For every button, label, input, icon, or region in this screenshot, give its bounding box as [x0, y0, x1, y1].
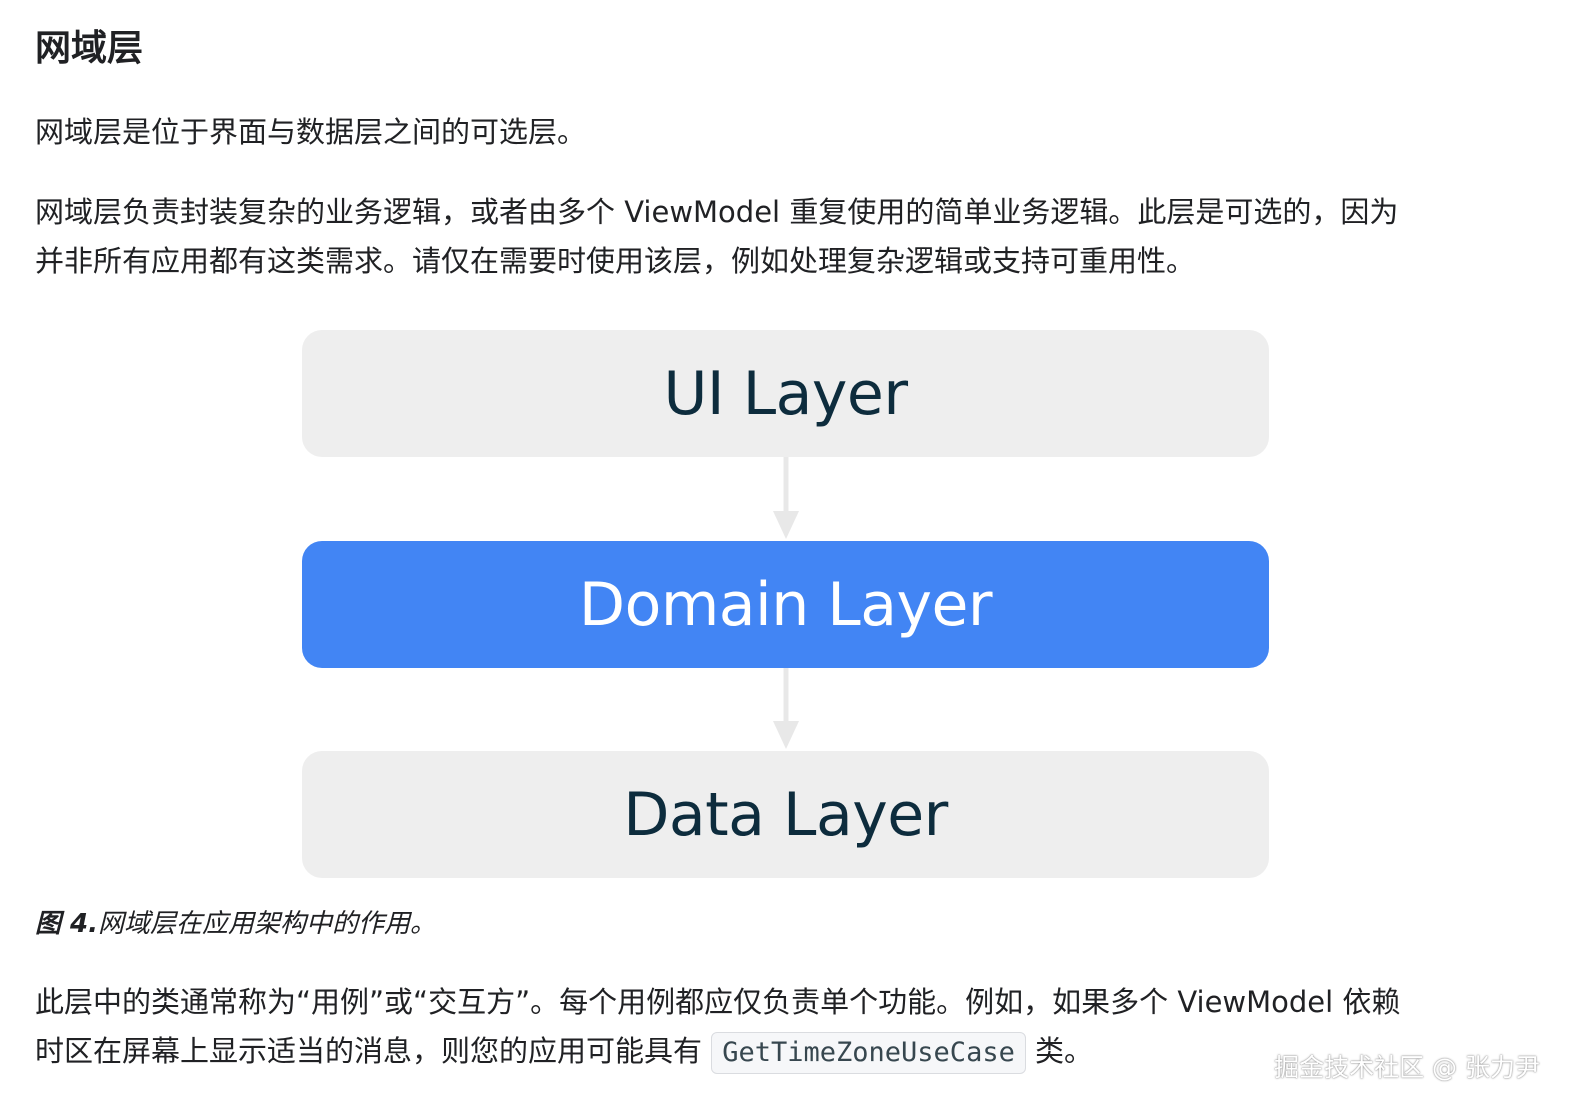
- caption-text: 网域层在应用架构中的作用。: [98, 909, 437, 939]
- usecase-paragraph: 此层中的类通常称为“用例”或“交互方”。每个用例都应仅负责单个功能。例如，如果多…: [35, 978, 1535, 1076]
- section-heading: 网域层: [35, 28, 144, 69]
- data-layer-box: Data Layer: [302, 751, 1269, 878]
- usecase-line-2-start: 时区在屏幕上显示适当的消息，则您的应用可能具有: [35, 1034, 712, 1068]
- watermark: 掘金技术社区 @ 张力尹: [1274, 1053, 1540, 1082]
- layer-diagram: UI Layer Domain Layer Data Layer: [302, 330, 1269, 878]
- usecase-line-2-end: 类。: [1025, 1034, 1094, 1068]
- domain-layer-box: Domain Layer: [302, 541, 1269, 668]
- ui-layer-label: UI Layer: [663, 358, 908, 429]
- arrow-down-icon: [773, 668, 799, 749]
- data-layer-label: Data Layer: [623, 779, 948, 850]
- ui-layer-box: UI Layer: [302, 330, 1269, 457]
- caption-prefix: 图 4.: [35, 909, 99, 939]
- usecase-line-1: 此层中的类通常称为“用例”或“交互方”。每个用例都应仅负责单个功能。例如，如果多…: [35, 985, 1401, 1019]
- description-line-1: 网域层负责封装复杂的业务逻辑，或者由多个 ViewModel 重复使用的简单业务…: [35, 195, 1399, 229]
- figure-caption: 图 4.网域层在应用架构中的作用。: [35, 902, 436, 946]
- arrow-down-icon: [773, 457, 799, 539]
- domain-layer-label: Domain Layer: [578, 569, 993, 640]
- inline-code: GetTimeZoneUseCase: [711, 1032, 1026, 1074]
- description-line-2: 并非所有应用都有这类需求。请仅在需要时使用该层，例如处理复杂逻辑或支持可重用性。: [35, 244, 1196, 278]
- description-paragraph: 网域层负责封装复杂的业务逻辑，或者由多个 ViewModel 重复使用的简单业务…: [35, 188, 1535, 286]
- intro-paragraph: 网域层是位于界面与数据层之间的可选层。: [35, 115, 587, 149]
